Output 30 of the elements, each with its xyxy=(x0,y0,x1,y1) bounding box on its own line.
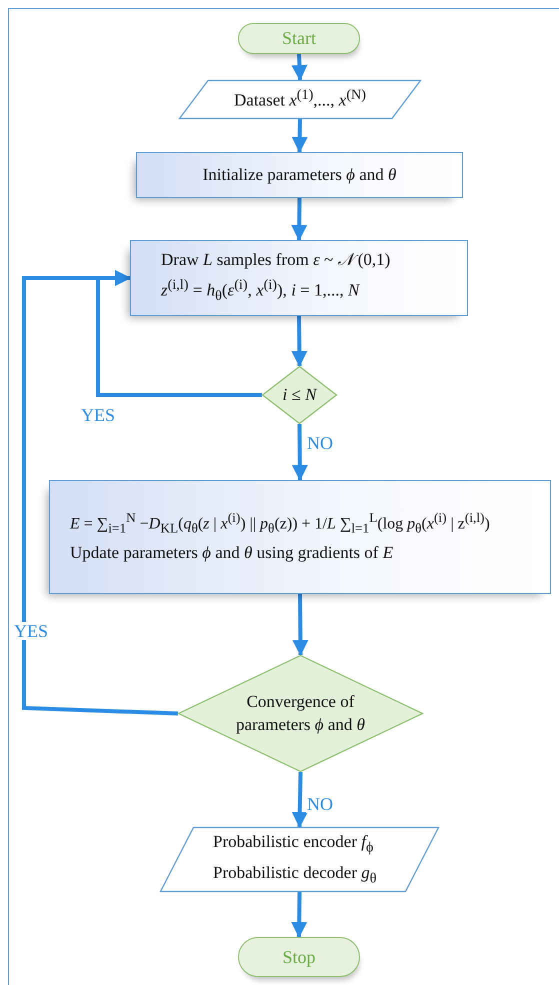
arrow xyxy=(291,892,308,938)
arrow xyxy=(292,594,308,656)
edge-label: NO xyxy=(306,795,334,813)
arrow xyxy=(292,118,308,153)
edge-label: YES xyxy=(80,406,116,424)
process-text: z$^{(i,l)}$ = h$_{θ}$(ε$^{(i)}$, x$^{(i)}$), i = 1,..., N xyxy=(161,276,360,306)
arrow xyxy=(291,316,308,367)
edge-label: NO xyxy=(306,434,334,452)
terminal-shape xyxy=(238,937,360,977)
decision-text: i ≤ N xyxy=(282,384,316,406)
process-text: Update parameters ϕ and θ using gradients of E xyxy=(70,542,394,564)
arrow xyxy=(292,424,308,481)
data-text: Probabilistic decoder g$_{θ}$ xyxy=(213,862,377,888)
edge-label: YES xyxy=(13,622,50,640)
process-text: Initialize parameters ϕ and θ xyxy=(202,164,396,186)
data-text: Dataset x$^{(1)}$,..., x$^{(N)}$ xyxy=(234,86,366,112)
process-box xyxy=(49,480,551,594)
arrow xyxy=(291,198,308,241)
data-text: Probabilistic encoder f$_{ϕ}$ xyxy=(213,830,374,858)
arrow xyxy=(292,772,308,828)
process-box xyxy=(130,240,468,316)
terminal-label: Start xyxy=(282,27,316,50)
arrow xyxy=(291,54,308,81)
process-text: E = ∑$_{i=1}$$^{N}$ −D$_{KL}$(q$_{θ}$(z | x$^{(i)}$) || p$_{θ}$(z)) + 1/L ∑$_{l=1}$$^{L}$(log p$_{θ}$(x$^{(i)}$ | z$^{(i,l)}$) xyxy=(70,509,490,538)
terminal-label: Stop xyxy=(282,946,316,969)
terminal-shape xyxy=(238,23,360,54)
decision-text: Convergence of parameters ϕ and θ xyxy=(234,690,366,736)
process-text: Draw L samples from ε ~ 𝒩 (0,1) xyxy=(161,249,390,272)
arrow xyxy=(22,270,178,716)
process-box xyxy=(136,152,463,198)
